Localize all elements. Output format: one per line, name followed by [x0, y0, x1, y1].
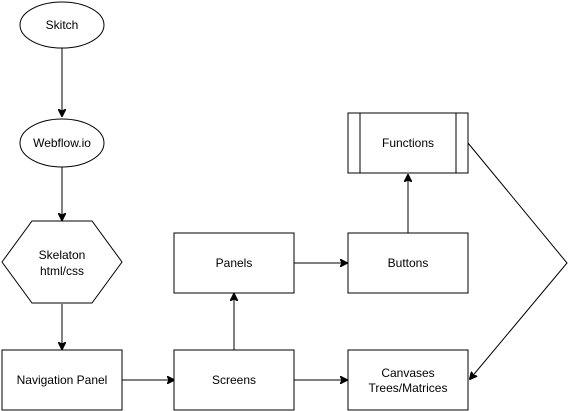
node-sketch[interactable]: Skitch: [19, 1, 105, 49]
node-buttons[interactable]: Buttons: [347, 232, 469, 294]
node-skeleton-label-line2: html/css: [40, 264, 84, 278]
node-canvases-label-line1: Canvases: [381, 366, 434, 380]
node-sketch-label: Skitch: [46, 18, 79, 32]
node-functions-label: Functions: [382, 136, 434, 150]
node-skeleton-label-line1: Skelaton: [39, 248, 86, 262]
node-screens-label: Screens: [212, 373, 256, 387]
node-screens[interactable]: Screens: [173, 349, 295, 411]
node-canvases-label-line2: Trees/Matrices: [369, 381, 448, 395]
node-webflow[interactable]: Webflow.io: [19, 118, 105, 168]
node-panels-label: Panels: [216, 256, 253, 270]
node-navigation-panel[interactable]: Navigation Panel: [1, 349, 123, 411]
node-panels[interactable]: Panels: [173, 232, 295, 294]
node-functions[interactable]: Functions: [347, 112, 469, 174]
edge-functions-to-canvases: [467, 142, 568, 379]
node-navigation-panel-label: Navigation Panel: [17, 373, 108, 387]
node-skeleton[interactable]: Skelaton html/css: [1, 220, 123, 304]
node-webflow-label: Webflow.io: [33, 136, 91, 150]
node-buttons-label: Buttons: [388, 256, 429, 270]
node-canvases[interactable]: Canvases Trees/Matrices: [347, 349, 469, 411]
